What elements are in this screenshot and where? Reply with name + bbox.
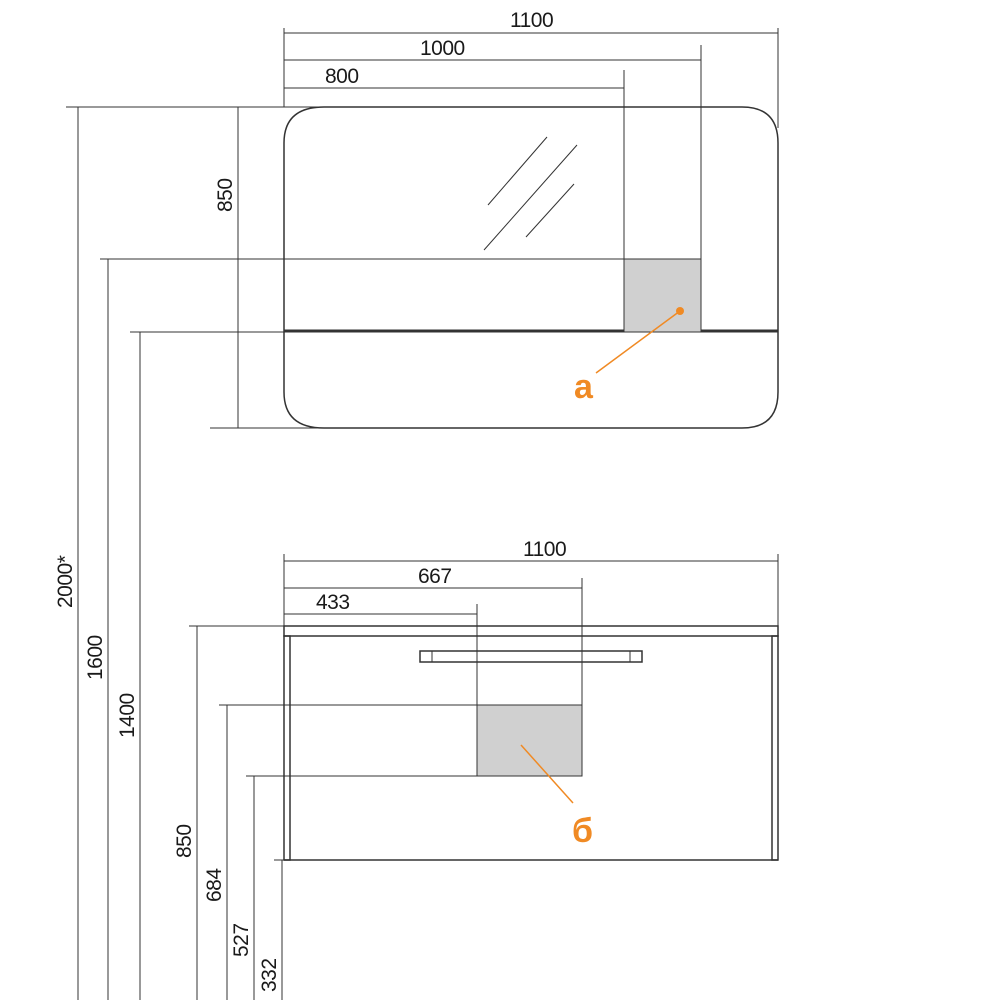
- mirror-height-850: 850: [214, 178, 237, 212]
- height-850: 850: [173, 824, 196, 858]
- cabinet-width-667: 667: [418, 565, 452, 588]
- mirror-glare-marks: [483, 136, 578, 251]
- callout-b-label: б: [572, 812, 593, 850]
- mirror-width-800: 800: [325, 65, 359, 88]
- callout-b-leader: [520, 744, 574, 804]
- cabinet-drawer-handle: [419, 650, 643, 663]
- height-1600: 1600: [84, 635, 107, 680]
- cabinet-assembly: б 1100 667 433: [283, 538, 779, 861]
- mirror-mounting-zone: [623, 258, 702, 333]
- mirror-width-1000: 1000: [420, 37, 465, 60]
- cabinet-width-1100: 1100: [523, 538, 566, 561]
- mirror-width-dimensions: 1100 1000 800: [283, 9, 779, 332]
- mirror-assembly: а 1100 1000 800 850: [210, 9, 779, 429]
- cabinet-width-433: 433: [316, 591, 350, 614]
- height-527: 527: [230, 923, 253, 957]
- height-1400: 1400: [116, 693, 139, 738]
- cabinet-plumbing-zone: [476, 704, 583, 777]
- height-684: 684: [203, 868, 226, 902]
- cabinet-right-side: [771, 635, 779, 861]
- mirror-width-1100: 1100: [510, 9, 553, 32]
- floor-height-dimensions: 2000* 1600 1400 850 684 527 332: [54, 106, 624, 1000]
- cabinet-countertop: [283, 625, 779, 637]
- mirror-height-dimension: 850: [210, 107, 330, 429]
- callout-a-leader: [595, 310, 681, 374]
- callout-a-label: а: [574, 368, 594, 406]
- cabinet-left-side: [283, 635, 291, 861]
- cabinet-width-dimensions: 1100 667 433: [283, 538, 779, 705]
- height-2000: 2000*: [54, 555, 77, 608]
- mirror-outline: [283, 106, 779, 429]
- height-332: 332: [258, 958, 281, 992]
